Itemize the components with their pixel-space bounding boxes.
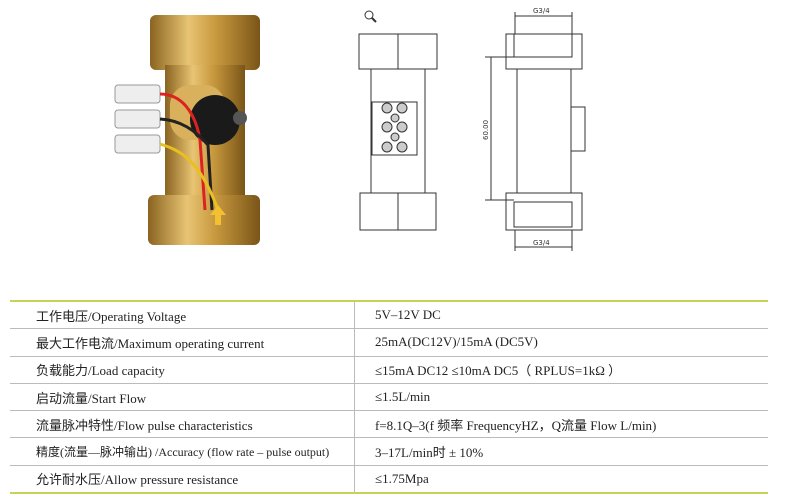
spec-label: 精度(流量—脉冲输出) /Accuracy (flow rate – pulse… [10, 438, 355, 465]
table-row: 负载能力/Load capacity ≤15mA DC12 ≤10mA DC5（ … [10, 356, 768, 384]
thread-top-label: G3/4 [533, 7, 550, 15]
table-row: 最大工作电流/Maximum operating current 25mA(DC1… [10, 329, 768, 357]
spec-value: 25mA(DC12V)/15mA (DC5V) [375, 334, 538, 350]
spec-value: ≤15mA DC12 ≤10mA DC5（ RPLUS=1kΩ ） [375, 363, 622, 379]
table-row: 允许耐水压/Allow pressure resistance ≤1.75Mpa [10, 465, 768, 493]
spec-label: 负载能力/Load capacity [10, 356, 355, 383]
thread-bottom-label: G3/4 [533, 239, 550, 247]
flow-sensor-photo [114, 15, 260, 245]
table-row: 工作电压/Operating Voltage 5V–12V DC [10, 302, 768, 330]
spec-value: ≤1.75Mpa [375, 470, 429, 486]
spec-label: 流量脉冲特性/Flow pulse characteristics [10, 411, 355, 438]
spec-value: ≤1.5L/min [375, 389, 431, 405]
spec-label: 最大工作电流/Maximum operating current [10, 329, 355, 356]
table-row: 精度(流量—脉冲输出) /Accuracy (flow rate – pulse… [10, 438, 768, 466]
spec-value: 5V–12V DC [375, 307, 441, 323]
spec-label: 工作电压/Operating Voltage [10, 302, 355, 329]
length-label: 60.00 [482, 120, 490, 140]
spec-value: 3–17L/min时 ± 10% [375, 445, 484, 461]
spec-label: 启动流量/Start Flow [10, 383, 355, 411]
dimension-drawing: G3/4 G3/4 60.00 [358, 7, 586, 251]
spec-label: 允许耐水压/Allow pressure resistance [10, 465, 355, 493]
spec-value: f=8.1Q–3(f 频率 FrequencyHZ，Q流量 Flow L/min… [375, 417, 657, 433]
magnifier-icon[interactable] [364, 10, 377, 23]
spec-table: 工作电压/Operating Voltage 5V–12V DC 最大工作电流/M… [10, 300, 768, 495]
table-row: 流量脉冲特性/Flow pulse characteristics f=8.1Q–… [10, 411, 768, 439]
table-row: 启动流量/Start Flow ≤1.5L/min [10, 383, 768, 412]
